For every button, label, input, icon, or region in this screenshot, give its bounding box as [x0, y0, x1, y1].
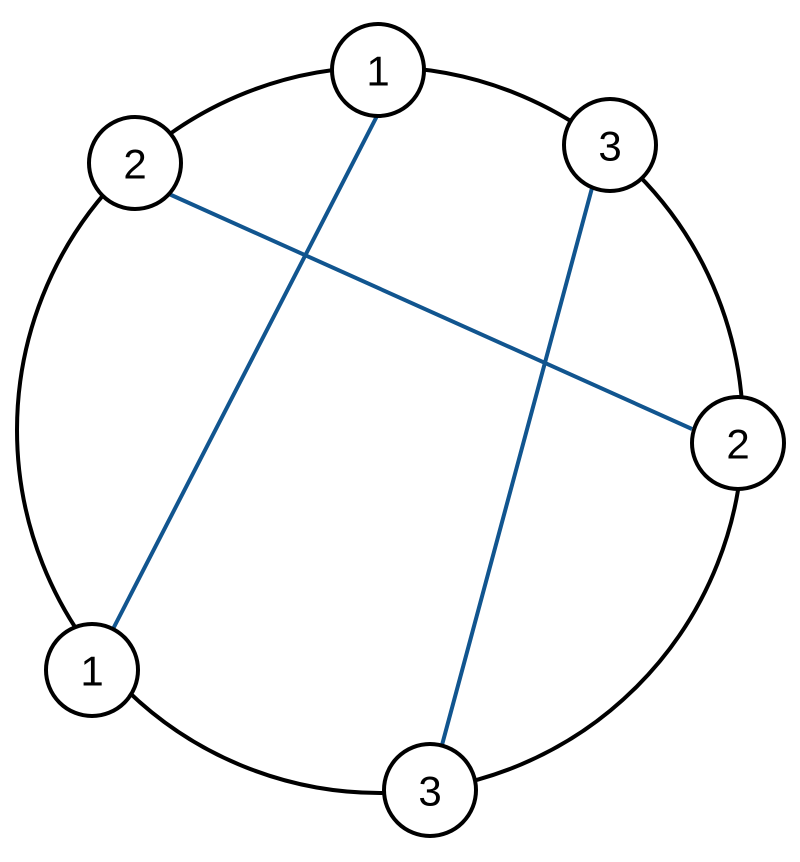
node-label: 2	[123, 141, 146, 188]
node-circle	[44, 622, 140, 718]
node-label: 1	[80, 648, 103, 695]
node-top-1[interactable]: 1	[330, 22, 426, 118]
node-group: 1 3 2 3 1 2	[44, 22, 786, 838]
node-lower-left-1[interactable]: 1	[44, 622, 140, 718]
node-circle	[382, 742, 478, 838]
node-circle	[690, 395, 786, 491]
node-label: 2	[726, 421, 749, 468]
chord-edge-group	[111, 115, 693, 746]
node-circle	[87, 115, 183, 211]
node-upper-left-2[interactable]: 2	[87, 115, 183, 211]
node-bottom-3[interactable]: 3	[382, 742, 478, 838]
node-label: 3	[598, 123, 621, 170]
node-circle	[562, 97, 658, 193]
node-right-2[interactable]: 2	[690, 395, 786, 491]
chord-edge-1-1	[111, 115, 379, 630]
node-label: 3	[418, 768, 441, 815]
chord-edge-2-2	[168, 192, 693, 431]
node-label: 1	[366, 48, 389, 95]
node-circle	[330, 22, 426, 118]
node-upper-right-3[interactable]: 3	[562, 97, 658, 193]
chord-edge-3-3	[440, 187, 594, 746]
